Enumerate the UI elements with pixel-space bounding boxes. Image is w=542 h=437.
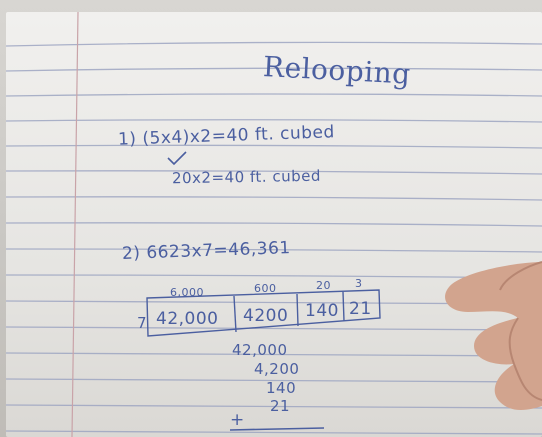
place-value-header: 600 <box>254 282 277 295</box>
checkmark-icon <box>167 151 187 166</box>
addend: 42,000 <box>232 341 288 359</box>
area-cell: 4200 <box>243 306 289 326</box>
area-cell: 21 <box>349 299 372 319</box>
sum-underline <box>229 427 325 431</box>
area-cell: 140 <box>305 301 339 321</box>
plus-sign: + <box>230 410 245 430</box>
area-cell: 42,000 <box>156 309 219 329</box>
place-value-header: 20 <box>316 279 331 292</box>
addend: 140 <box>266 379 297 397</box>
place-value-header: 3 <box>355 277 363 290</box>
box-multiplier: 7 <box>137 314 148 332</box>
addend: 4,200 <box>254 360 300 378</box>
addend: 21 <box>270 397 291 415</box>
